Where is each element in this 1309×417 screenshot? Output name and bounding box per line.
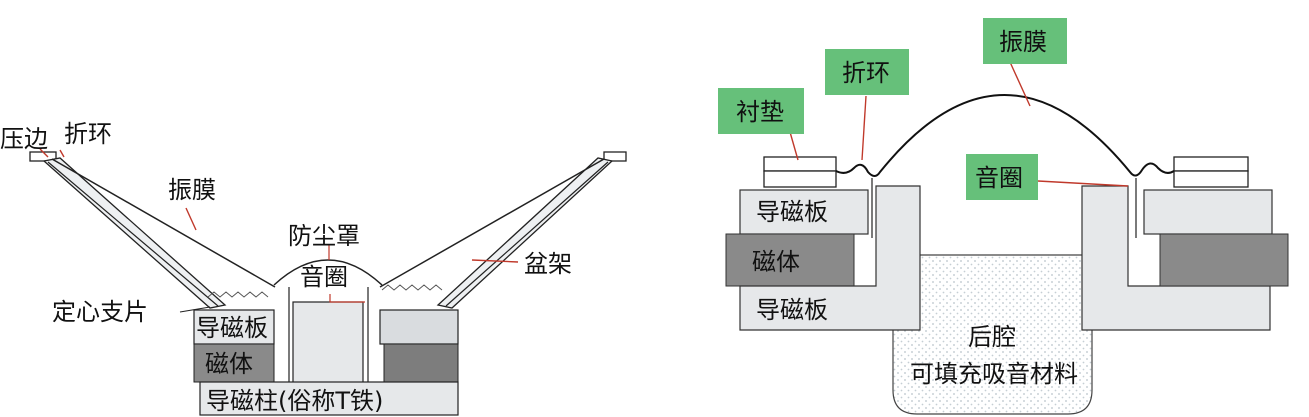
label-fold-ring-left: 折环 [64,120,112,148]
left-speaker-diagram: 压边 折环 振膜 防尘罩 音圈 盆架 定心支片 导磁板 磁体 导磁柱(俗称T铁) [0,120,627,416]
right-top-plate [379,309,459,345]
label-edge-suspension: 压边 [0,125,48,153]
top-plate-right [1143,189,1273,235]
label-bottom-plate: 导磁板 [756,296,828,324]
yoke-left [739,185,921,331]
spider-right [381,284,443,291]
right-cone [379,151,627,309]
label-cavity-line2: 可填充吸音材料 [910,360,1078,388]
top-plate-left [739,189,869,235]
tag-voice-coil: 音圈 [966,154,1038,200]
left-top-plate [193,309,275,345]
tag-fold-ring-label: 折环 [842,59,890,87]
label-magnet-left: 磁体 [205,350,253,378]
right-speaker-diagram: 衬垫 折环 振膜 音圈 导磁板 磁体 导磁板 后腔 可填充吸音材料 [718,18,1289,415]
diaphragm-dome [835,94,1175,177]
tag-diaphragm-label: 振膜 [999,28,1047,56]
label-top-plate-right: 导磁板 [756,198,828,226]
back-cavity [892,254,1093,415]
tag-fold-ring: 折环 [825,49,909,95]
pole-piece-base [199,381,459,416]
label-voice-coil-left: 音圈 [300,263,348,291]
label-pole-piece: 导磁柱(俗称T铁) [206,387,383,415]
tag-gasket: 衬垫 [718,88,804,134]
magnet-left [725,233,855,287]
spider-left [207,291,269,298]
pole-piece-center [292,301,364,387]
gasket-right [1173,156,1249,188]
label-spider: 定心支片 [52,298,148,326]
label-diaphragm-left: 振膜 [168,176,216,204]
gasket-left [763,156,837,188]
label-basket: 盆架 [524,250,572,278]
left-magnet [193,343,275,383]
label-dust-cap: 防尘罩 [288,222,360,250]
label-magnet-right: 磁体 [752,248,800,276]
magnet-right [1159,233,1289,287]
tag-diaphragm: 振膜 [983,18,1067,64]
label-cavity-line1: 后腔 [968,323,1016,351]
tag-gasket-label: 衬垫 [736,98,784,126]
label-top-plate-left: 导磁板 [196,314,268,342]
tag-voice-coil-label: 音圈 [975,164,1023,192]
right-magnet [383,343,459,383]
left-cone [29,151,276,309]
dust-cap [273,259,383,286]
